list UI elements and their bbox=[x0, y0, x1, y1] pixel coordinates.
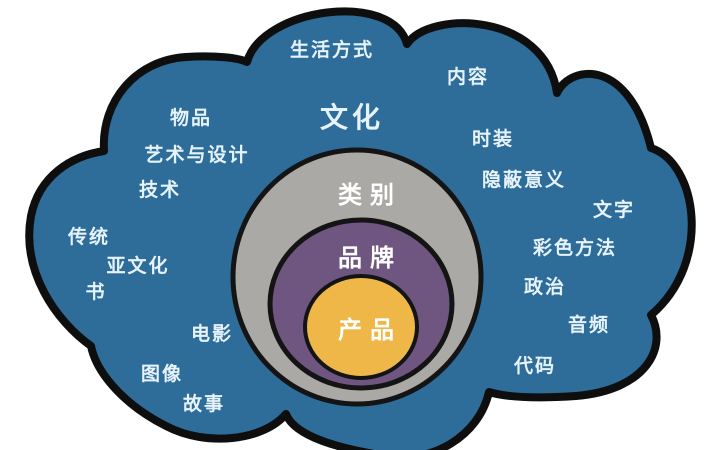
cloud-label-technology: 技术 bbox=[139, 178, 181, 201]
cloud-label-subculture: 亚文化 bbox=[106, 254, 169, 277]
cloud-label-politics: 政治 bbox=[524, 275, 566, 298]
cloud-label-text: 文字 bbox=[593, 198, 635, 221]
cloud-label-fashion: 时装 bbox=[472, 127, 514, 150]
cloud-label-hidden-meaning: 隐蔽意义 bbox=[482, 168, 566, 191]
ring-label-product: 产品 bbox=[338, 316, 402, 344]
cloud-label-book: 书 bbox=[85, 281, 106, 303]
cloud-label-culture: 文化 bbox=[320, 101, 384, 133]
cloud-label-story: 故事 bbox=[183, 392, 225, 415]
cloud-label-film: 电影 bbox=[191, 322, 233, 345]
cloud-label-image: 图像 bbox=[141, 362, 183, 385]
cloud-label-objects: 物品 bbox=[170, 106, 212, 129]
cloud-label-content: 内容 bbox=[447, 65, 489, 88]
cloud-label-code: 代码 bbox=[513, 355, 556, 377]
ring-label-brand: 品牌 bbox=[338, 244, 402, 272]
cloud-label-lifestyle: 生活方式 bbox=[290, 38, 374, 61]
ring-label-category: 类别 bbox=[338, 182, 402, 209]
ring-product bbox=[303, 274, 419, 380]
cloud-label-tradition: 传统 bbox=[67, 225, 110, 248]
cloud-label-color-method: 彩色方法 bbox=[532, 236, 617, 259]
cloud-label-audio: 音频 bbox=[568, 313, 610, 336]
cloud-label-art-and-design: 艺术与设计 bbox=[144, 144, 249, 166]
